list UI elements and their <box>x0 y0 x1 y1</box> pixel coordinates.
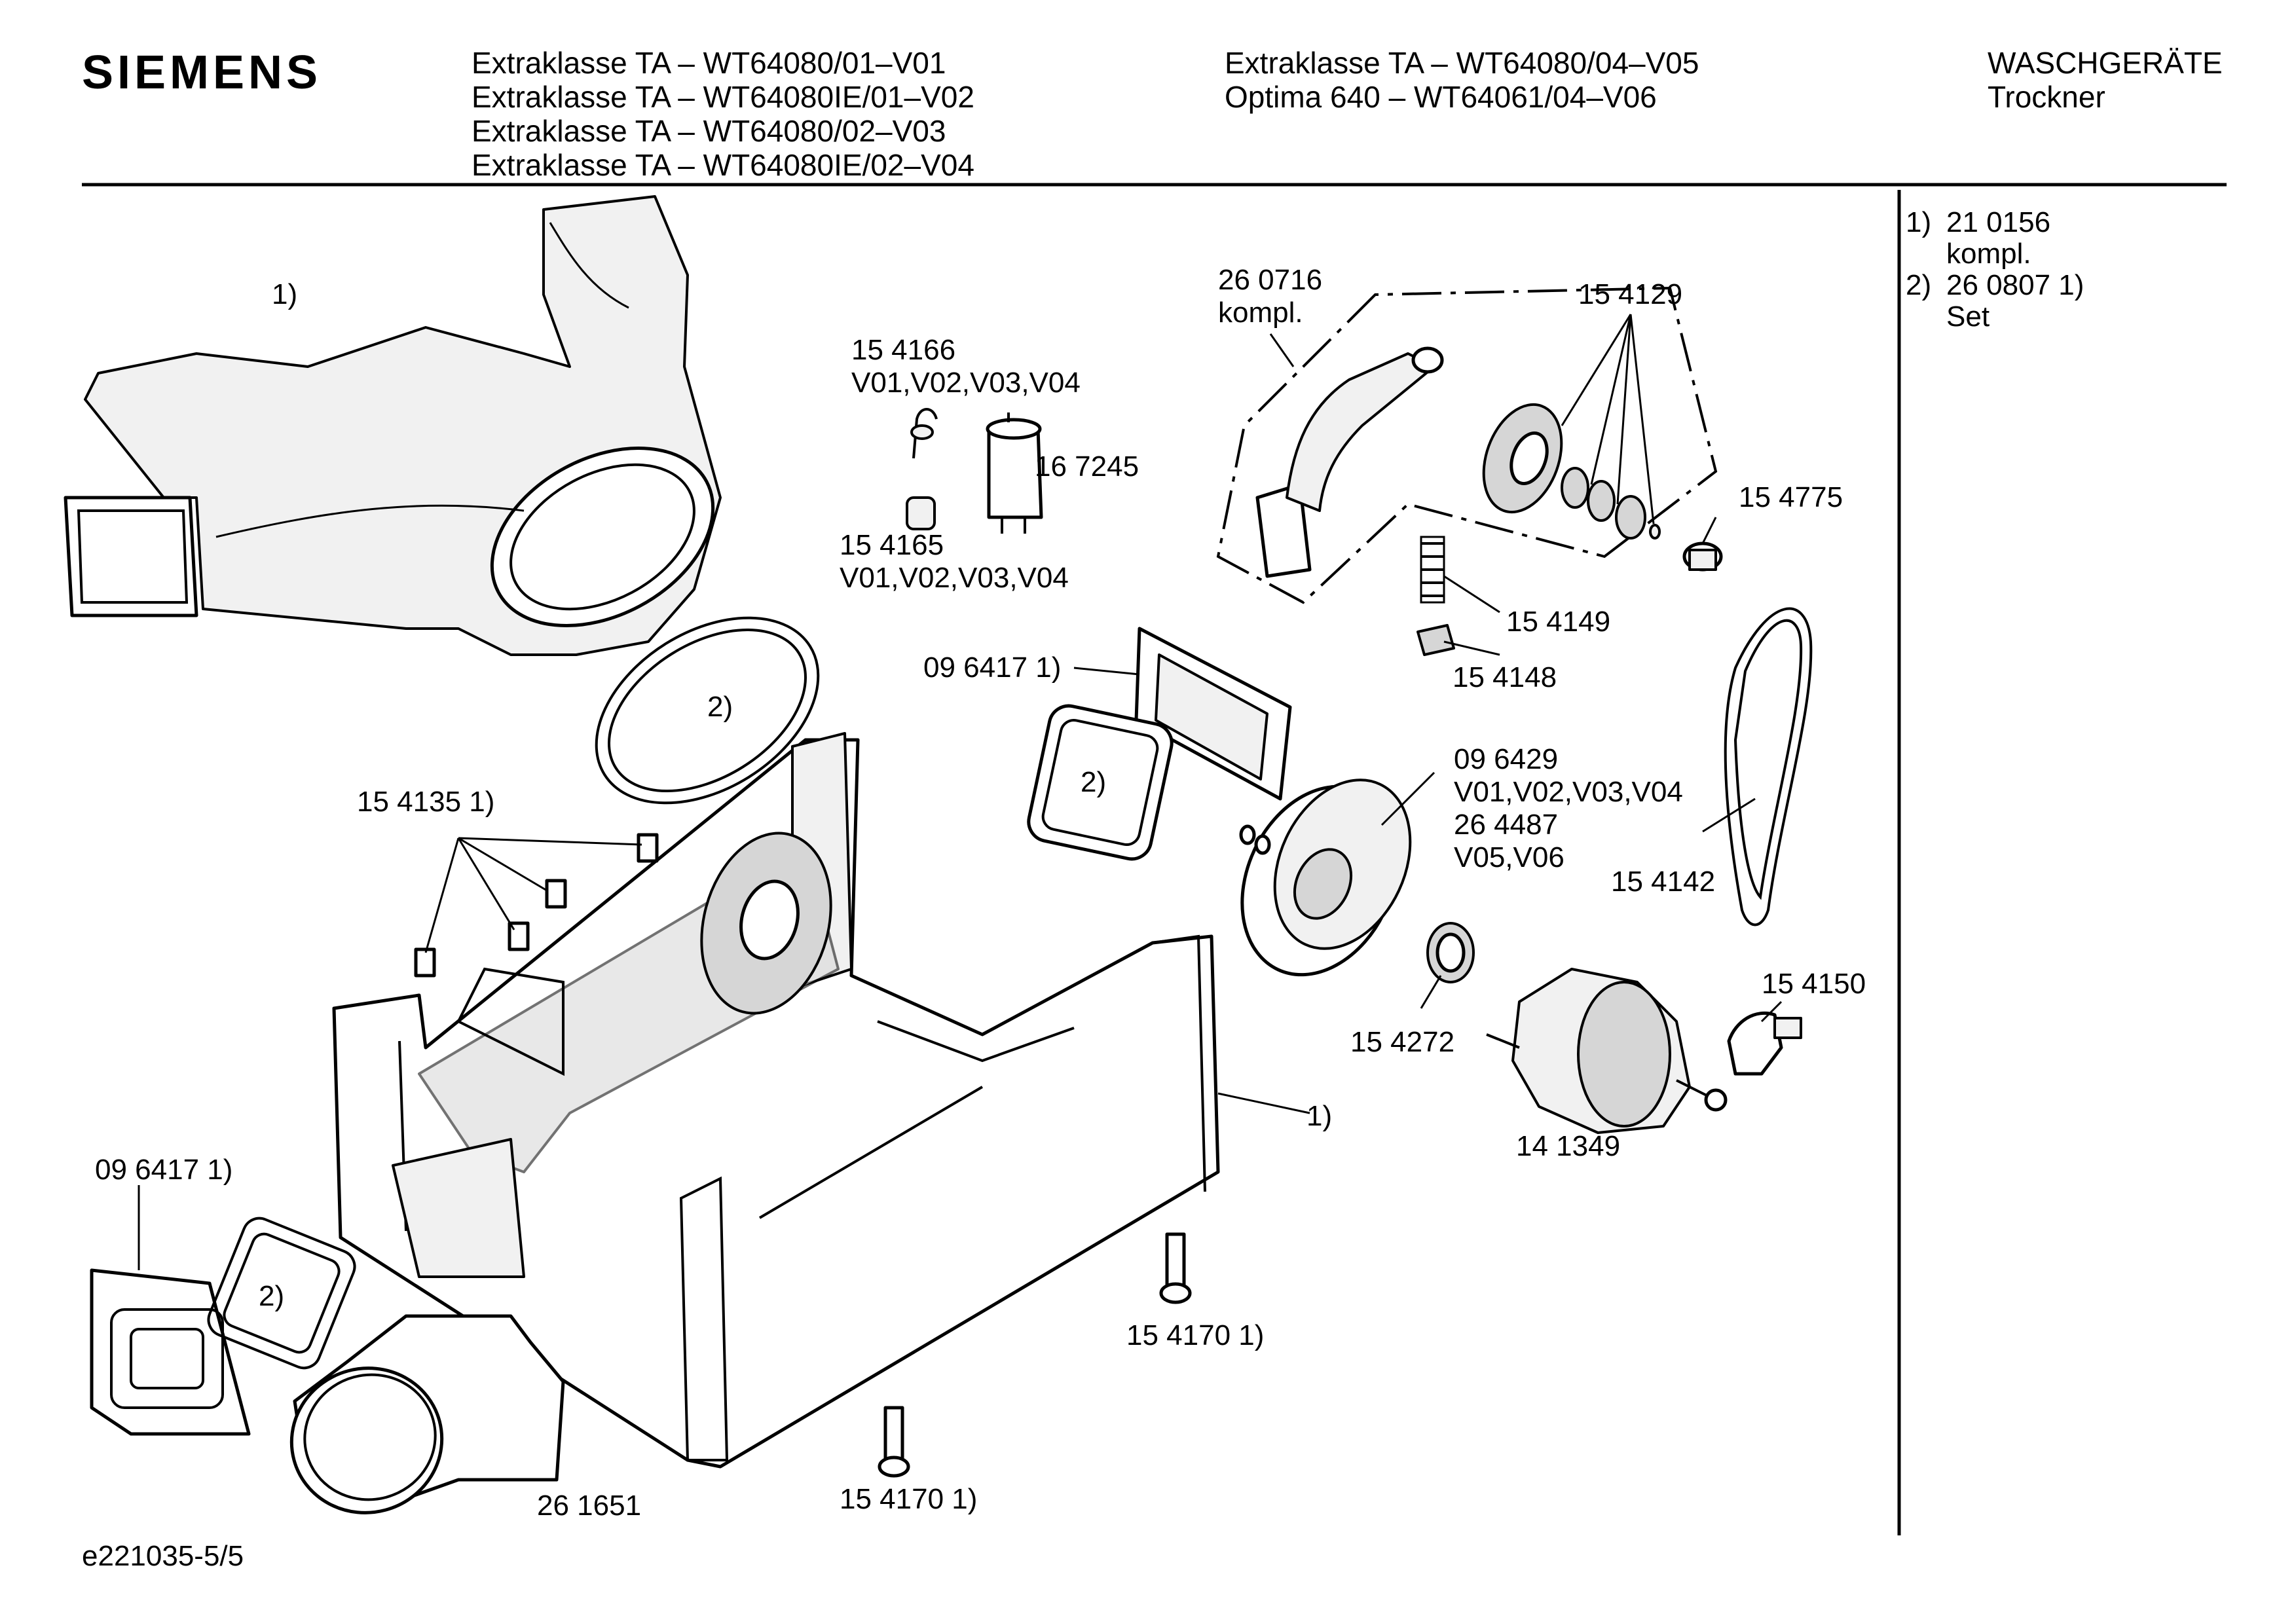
note-row: 1) 21 0156 <box>1906 207 2084 238</box>
label-spring: 15 4149 <box>1506 606 1611 638</box>
note-text: 21 0156 <box>1946 206 2051 238</box>
tensioner-assembly <box>1216 286 1718 604</box>
model-line: Extraklasse TA – WT64080IE/02–V04 <box>472 148 974 182</box>
label-motor: 14 1349 <box>1516 1130 1621 1162</box>
fan-wheel-part <box>1239 779 1412 977</box>
label-line: 26 4487 <box>1454 809 1559 841</box>
label-line: V05,V06 <box>1454 841 1565 873</box>
note-sub: kompl. <box>1946 238 2031 270</box>
label-capacitor: 16 7245 <box>1035 450 1139 483</box>
label-line: V01,V02,V03,V04 <box>851 367 1081 399</box>
base-frame-part <box>332 732 1220 1469</box>
label-seal-left: 2) <box>259 1280 285 1312</box>
note-row: 2) 26 0807 1) <box>1906 270 2084 301</box>
label-motor-bracket: 15 4150 <box>1762 968 1866 1000</box>
label-screw-right: 15 4170 1) <box>1126 1319 1265 1351</box>
label-line: V01,V02,V03,V04 <box>840 562 1069 594</box>
belt-part <box>1724 607 1813 926</box>
label-bearing: 15 4272 <box>1350 1026 1455 1058</box>
note-number: 2) <box>1906 269 1932 301</box>
label-line: 15 4166 <box>851 334 956 366</box>
label-tensioner: 26 0716 kompl. <box>1218 264 1322 329</box>
label-belt: 15 4142 <box>1611 866 1716 898</box>
label-flange-top: 09 6417 1) <box>923 651 1062 684</box>
category: WASCHGERÄTE <box>1988 46 2223 80</box>
screw-parts <box>878 1232 1192 1478</box>
label-line: kompl. <box>1218 297 1303 329</box>
flange-top-part <box>1027 627 1292 861</box>
note-sub: Set <box>1946 301 1990 333</box>
drawing-id: e221035-5/5 <box>82 1540 244 1572</box>
clip-parts <box>414 833 659 978</box>
label-fan: 09 6429 V01,V02,V03,V04 26 4487 V05,V06 <box>1454 743 1683 874</box>
label-line: 15 4165 <box>840 529 944 561</box>
label-clip: 15 4135 1) <box>357 786 495 818</box>
air-duct-part <box>64 195 722 656</box>
note-text: 26 0807 1) <box>1946 269 2084 301</box>
sensor-parts <box>906 408 1043 534</box>
model-line: Extraklasse TA – WT64080IE/01–V02 <box>472 80 974 114</box>
bearing-part <box>1426 922 1475 983</box>
label-spring-clip: 15 4148 <box>1453 661 1557 693</box>
label-pulley: 15 4129 <box>1578 278 1683 310</box>
label-sensor-a: 15 4166 V01,V02,V03,V04 <box>851 334 1081 399</box>
flange-left-part <box>90 1217 356 1436</box>
label-sensor-b: 15 4165 V01,V02,V03,V04 <box>840 529 1069 595</box>
label-line: V01,V02,V03,V04 <box>1454 776 1683 808</box>
label-line: 09 6429 <box>1454 743 1559 775</box>
label-base: 1) <box>1306 1100 1333 1132</box>
label-screw-bottom: 15 4170 1) <box>840 1483 978 1515</box>
duct-seal-part <box>595 616 820 805</box>
note-number: 1) <box>1906 206 1932 238</box>
model-line: Extraklasse TA – WT64080/01–V01 <box>472 46 946 80</box>
model-line: Optima 640 – WT64061/04–V06 <box>1225 80 1657 114</box>
label-duct-seal: 2) <box>707 691 733 723</box>
label-flange-left: 09 6417 1) <box>95 1154 233 1186</box>
label-adapter: 26 1651 <box>537 1490 642 1522</box>
label-knob: 15 4775 <box>1739 481 1843 513</box>
model-list-1: Extraklasse TA – WT64080/01–V01 Extrakla… <box>472 46 974 182</box>
model-line: Extraklasse TA – WT64080/04–V05 <box>1225 46 1699 80</box>
knob-part <box>1682 541 1723 572</box>
pulley-parts <box>1482 403 1661 540</box>
adapter-part <box>289 1314 565 1514</box>
category-block: WASCHGERÄTE Trockner <box>1988 46 2223 114</box>
spring-parts <box>1416 536 1455 656</box>
motor-part <box>1486 968 1802 1134</box>
leader-lines <box>138 314 1783 1270</box>
model-line: Extraklasse TA – WT64080/02–V03 <box>472 114 946 148</box>
model-list-2: Extraklasse TA – WT64080/04–V05 Optima 6… <box>1225 46 1699 114</box>
label-air-duct: 1) <box>272 278 298 310</box>
subcategory: Trockner <box>1988 80 2105 114</box>
siemens-logo: SIEMENS <box>82 46 322 99</box>
notes-panel: 1) 21 0156 kompl. 2) 26 0807 1) Set <box>1906 207 2084 333</box>
label-line: 26 0716 <box>1218 264 1323 296</box>
label-seal-mid: 2) <box>1081 766 1107 798</box>
